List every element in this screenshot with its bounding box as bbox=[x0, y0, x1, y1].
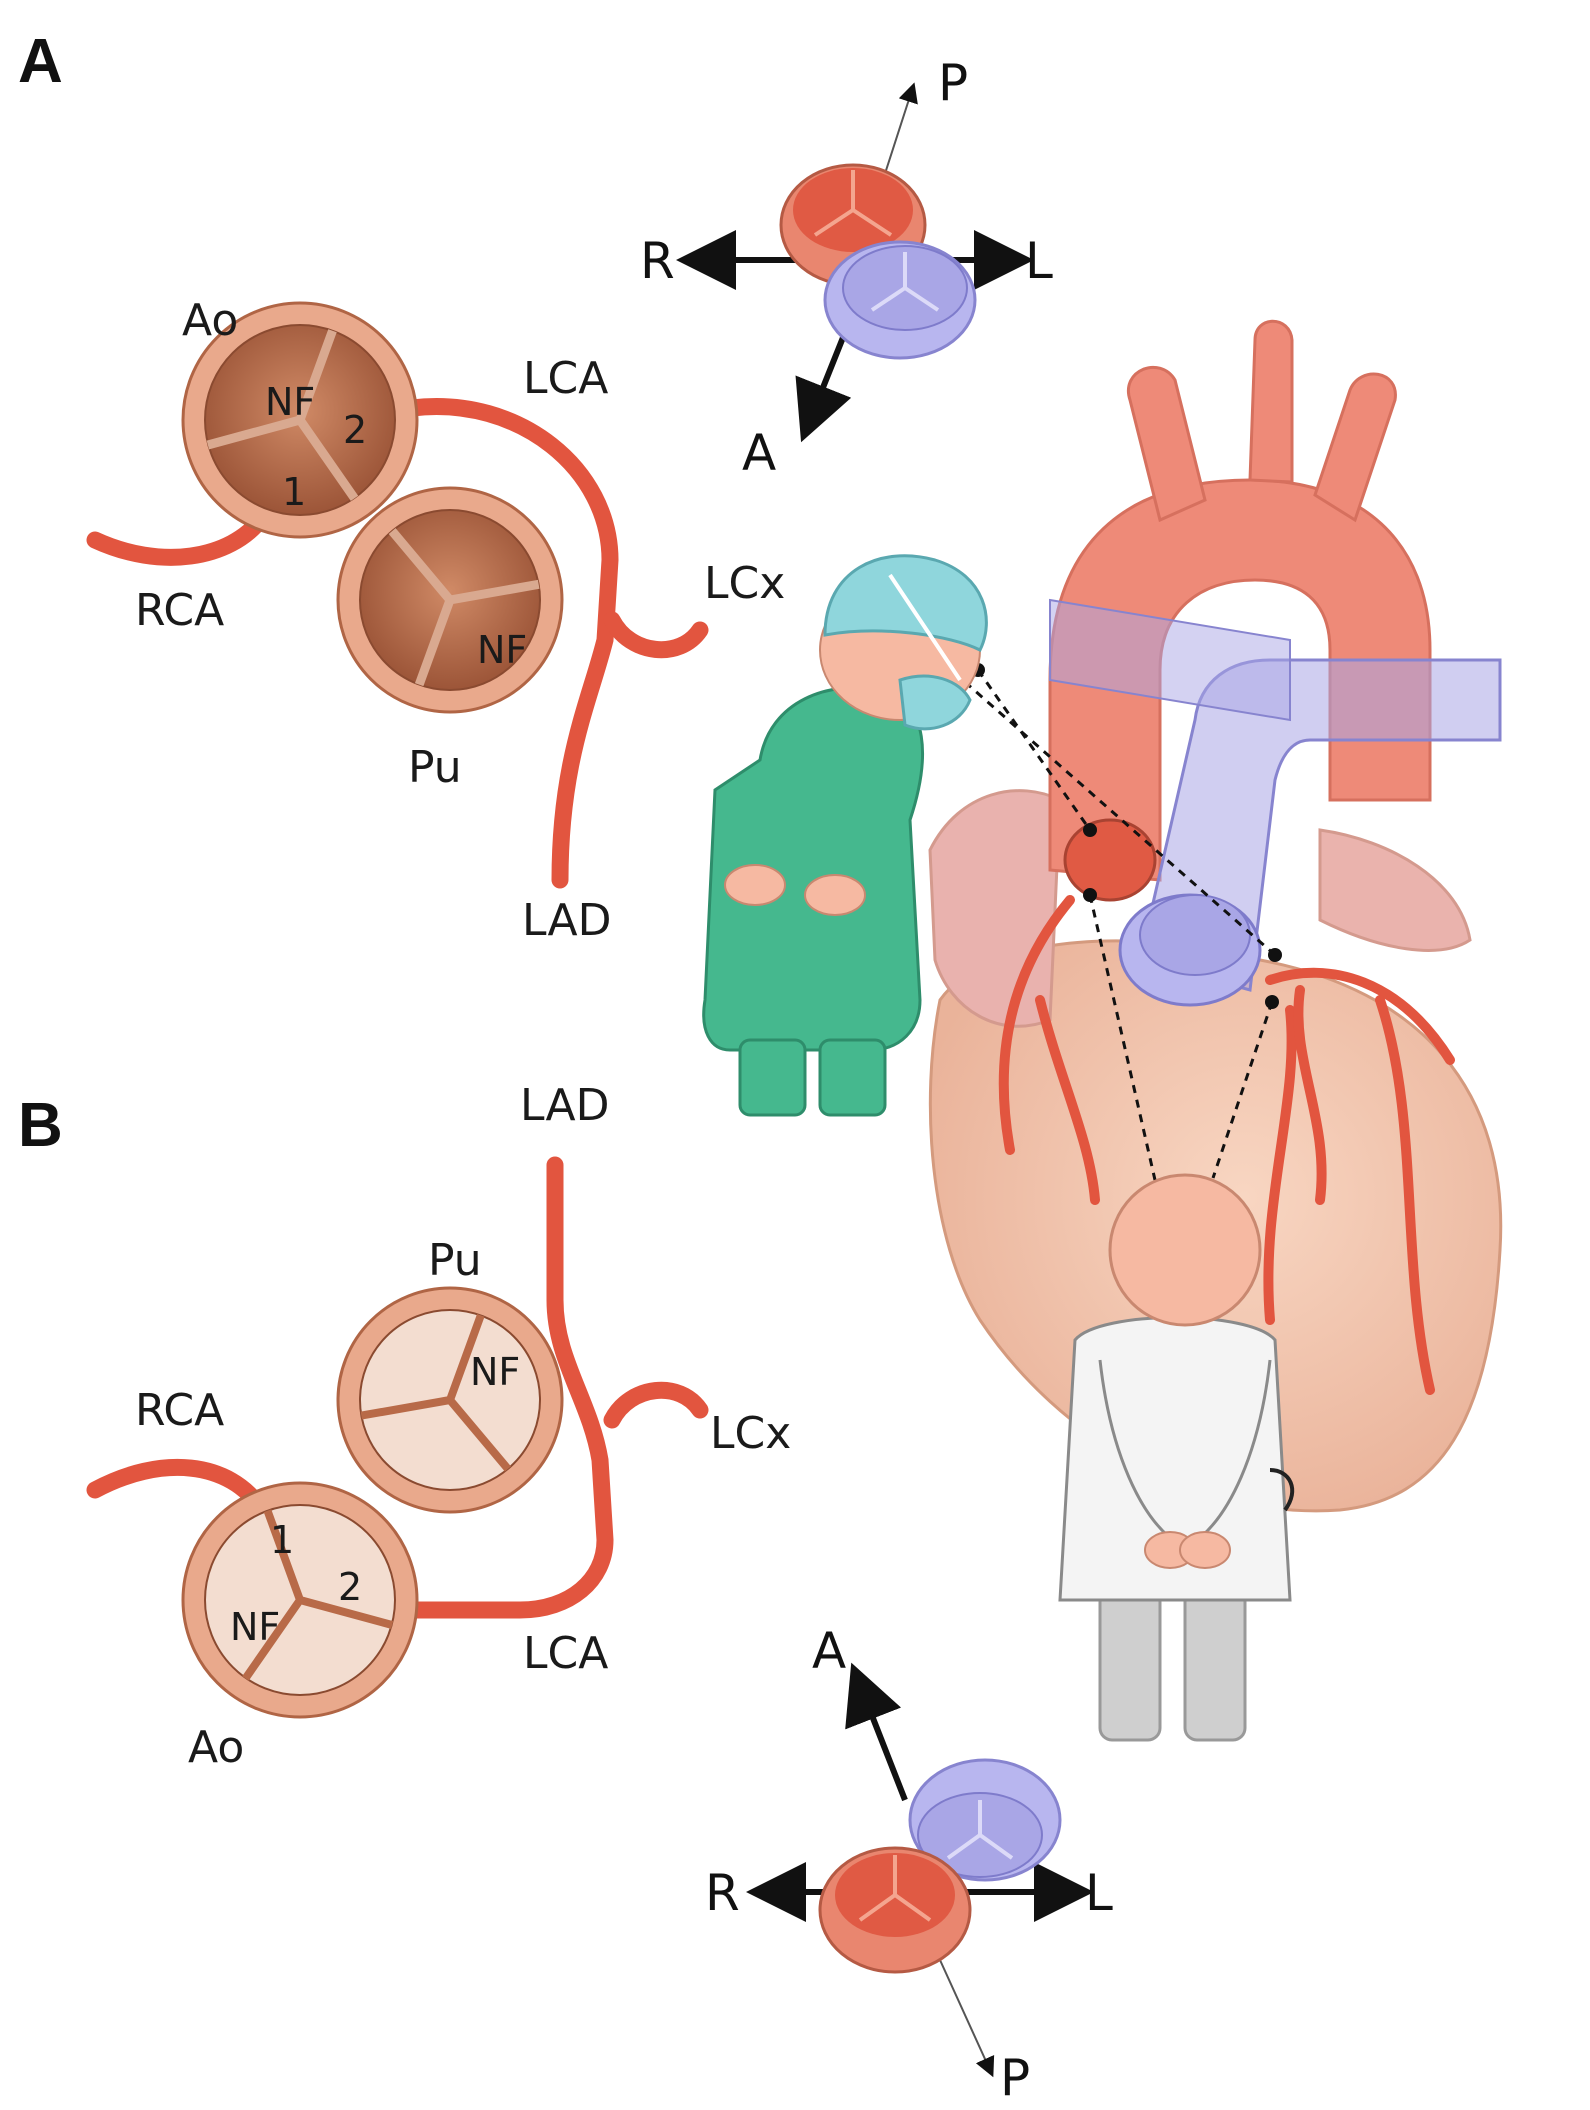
panel-a-coronaries bbox=[86, 398, 709, 889]
panel-b-label-lcx: LCx bbox=[710, 1408, 791, 1459]
panel-b-cusp-2: 2 bbox=[338, 1565, 362, 1609]
panel-a-pulmonary-cusp-nf: NF bbox=[477, 628, 527, 672]
panel-a-label-lad: LAD bbox=[522, 895, 612, 946]
panel-a-aortic-valve bbox=[181, 301, 419, 539]
panel-a-label-lca: LCA bbox=[523, 353, 608, 404]
panel-b-cusp-nf: NF bbox=[230, 1605, 280, 1649]
panel-a-label-ao: Ao bbox=[182, 295, 238, 346]
panel-a-rca-vessel bbox=[86, 509, 271, 566]
panel-b-label-pu: Pu bbox=[428, 1235, 482, 1286]
panel-a-label-lcx: LCx bbox=[704, 558, 785, 609]
panel-b-axis-p: P bbox=[1000, 2049, 1030, 2107]
panel-b-pulmonary-cusp-nf: NF bbox=[470, 1350, 520, 1394]
panel-b-label-rca: RCA bbox=[135, 1385, 224, 1436]
panel-b-aortic-valve bbox=[181, 1481, 419, 1719]
panel-b-lad-vessel bbox=[396, 1156, 614, 1619]
panel-a-axis-l: L bbox=[1025, 232, 1053, 290]
panel-a-axis-p: P bbox=[938, 54, 968, 112]
panel-b-label-ao: Ao bbox=[188, 1722, 244, 1773]
panel-b-pulmonary-valve bbox=[336, 1286, 564, 1514]
panel-b-axis-r: R bbox=[705, 1864, 740, 1922]
panel-a-cusp-nf: NF bbox=[265, 380, 315, 424]
panel-b-label-lca: LCA bbox=[523, 1628, 608, 1679]
observer-figure bbox=[1058, 1173, 1295, 1742]
panel-a-lcx-vessel bbox=[603, 611, 709, 659]
panel-a-axis-r: R bbox=[640, 232, 675, 290]
panel-a-label-pu: Pu bbox=[408, 742, 462, 793]
panel-a-label-rca: RCA bbox=[135, 585, 224, 636]
panel-a-cusp-1: 1 bbox=[282, 470, 306, 514]
aortic-arch bbox=[1048, 478, 1432, 882]
panel-b-orientation-compass bbox=[746, 1662, 1094, 2078]
panel-a-letter: A bbox=[18, 27, 63, 96]
panel-a-axis-a: A bbox=[742, 424, 776, 482]
panel-b-lcx-vessel bbox=[603, 1381, 709, 1429]
panel-b-cusp-1: 1 bbox=[270, 1518, 294, 1562]
panel-a-pulmonary-valve bbox=[336, 486, 564, 714]
panel-a-orientation-compass bbox=[676, 82, 1034, 443]
panel-b-axis-a: A bbox=[812, 1622, 846, 1680]
panel-b-letter: B bbox=[18, 1091, 63, 1160]
panel-a-cusp-2: 2 bbox=[343, 408, 367, 452]
panel-a-lca-vessel bbox=[403, 398, 619, 889]
panel-b-label-lad: LAD bbox=[520, 1080, 610, 1131]
panel-b-axis-l: L bbox=[1085, 1864, 1113, 1922]
surgeon-figure bbox=[702, 554, 988, 1117]
